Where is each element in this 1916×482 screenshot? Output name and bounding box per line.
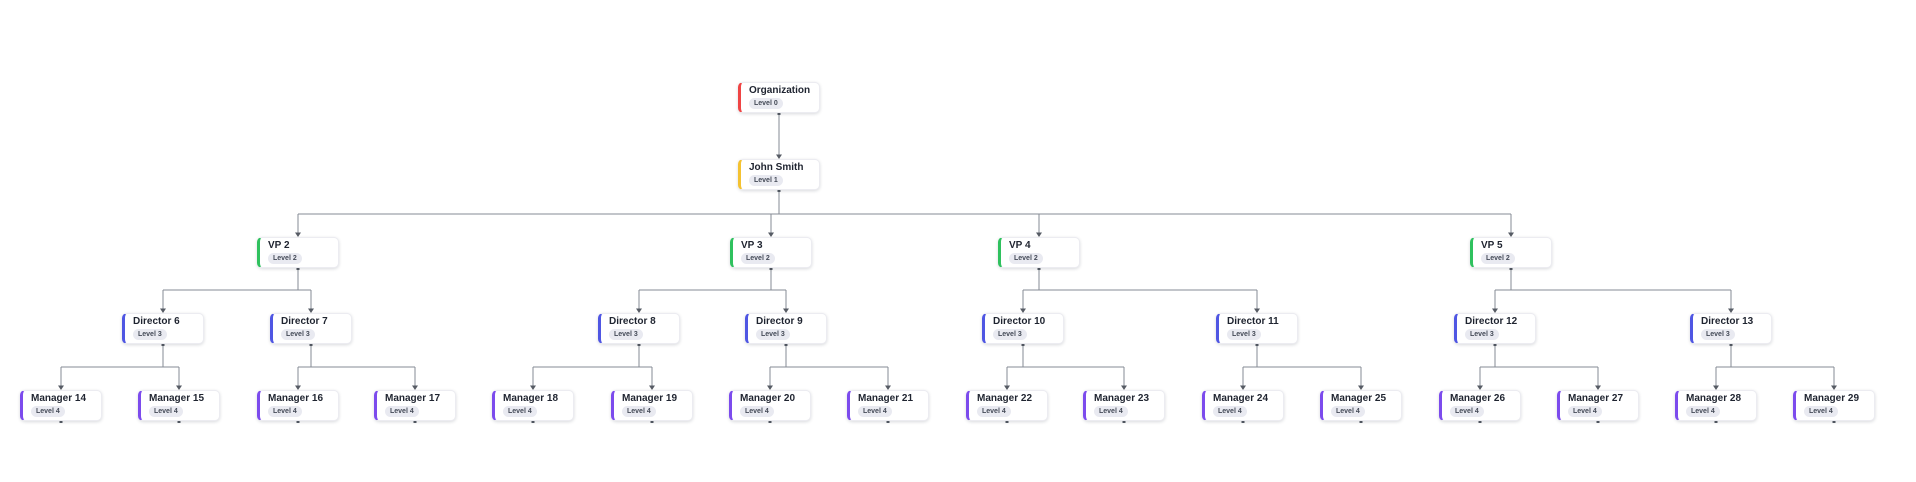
org-node-n11[interactable]: Director 11 Level 3 — [1216, 313, 1298, 344]
node-level-badge: Level 4 — [1686, 406, 1720, 417]
node-level-badge: Level 1 — [749, 175, 783, 186]
node-name: Manager 27 — [1568, 393, 1624, 404]
org-node-n7[interactable]: Director 7 Level 3 — [270, 313, 352, 344]
node-level-badge: Level 2 — [268, 253, 302, 264]
node-level-badge: Level 3 — [1465, 329, 1499, 340]
node-name: Manager 15 — [149, 393, 205, 404]
node-name: VP 3 — [741, 240, 763, 251]
org-node-n14[interactable]: Manager 14 Level 4 — [20, 390, 102, 421]
node-name: Manager 20 — [740, 393, 796, 404]
node-level-badge: Level 3 — [1227, 329, 1261, 340]
org-node-n22[interactable]: Manager 22 Level 4 — [966, 390, 1048, 421]
node-level-badge: Level 3 — [993, 329, 1027, 340]
org-node-n9[interactable]: Director 9 Level 3 — [745, 313, 827, 344]
node-level-badge: Level 3 — [281, 329, 315, 340]
node-name: Director 8 — [609, 316, 656, 327]
node-level-badge: Level 4 — [740, 406, 774, 417]
node-level-badge: Level 2 — [1009, 253, 1043, 264]
node-level-badge: Level 3 — [1701, 329, 1735, 340]
node-level-badge: Level 3 — [133, 329, 167, 340]
node-level-badge: Level 2 — [741, 253, 775, 264]
org-node-org[interactable]: Organization Level 0 — [738, 82, 820, 113]
node-level-badge: Level 0 — [749, 98, 783, 109]
org-node-n20[interactable]: Manager 20 Level 4 — [729, 390, 811, 421]
node-name: Manager 28 — [1686, 393, 1742, 404]
node-name: Manager 19 — [622, 393, 678, 404]
node-name: Manager 26 — [1450, 393, 1506, 404]
org-node-n25[interactable]: Manager 25 Level 4 — [1320, 390, 1402, 421]
node-name: Manager 29 — [1804, 393, 1860, 404]
node-name: Manager 22 — [977, 393, 1033, 404]
node-level-badge: Level 4 — [977, 406, 1011, 417]
node-name: Director 9 — [756, 316, 803, 327]
node-level-badge: Level 4 — [1568, 406, 1602, 417]
node-level-badge: Level 3 — [609, 329, 643, 340]
node-level-badge: Level 4 — [622, 406, 656, 417]
node-name: VP 5 — [1481, 240, 1503, 251]
node-name: Manager 16 — [268, 393, 324, 404]
node-level-badge: Level 4 — [31, 406, 65, 417]
org-node-n26[interactable]: Manager 26 Level 4 — [1439, 390, 1521, 421]
org-node-n24[interactable]: Manager 24 Level 4 — [1202, 390, 1284, 421]
node-level-badge: Level 2 — [1481, 253, 1515, 264]
org-node-n28[interactable]: Manager 28 Level 4 — [1675, 390, 1757, 421]
node-level-badge: Level 4 — [1331, 406, 1365, 417]
org-node-n1[interactable]: John Smith Level 1 — [738, 159, 820, 190]
node-name: John Smith — [749, 162, 804, 173]
node-level-badge: Level 4 — [858, 406, 892, 417]
org-node-n5[interactable]: VP 5 Level 2 — [1470, 237, 1552, 268]
node-name: Manager 23 — [1094, 393, 1150, 404]
org-node-n16[interactable]: Manager 16 Level 4 — [257, 390, 339, 421]
node-name: Manager 25 — [1331, 393, 1387, 404]
org-node-n17[interactable]: Manager 17 Level 4 — [374, 390, 456, 421]
node-name: Manager 14 — [31, 393, 87, 404]
node-name: VP 4 — [1009, 240, 1031, 251]
org-node-n12[interactable]: Director 12 Level 3 — [1454, 313, 1536, 344]
org-node-n19[interactable]: Manager 19 Level 4 — [611, 390, 693, 421]
node-name: Director 6 — [133, 316, 180, 327]
node-level-badge: Level 4 — [503, 406, 537, 417]
org-node-n6[interactable]: Director 6 Level 3 — [122, 313, 204, 344]
node-level-badge: Level 4 — [1094, 406, 1128, 417]
node-name: Director 10 — [993, 316, 1046, 327]
org-node-n18[interactable]: Manager 18 Level 4 — [492, 390, 574, 421]
org-node-n8[interactable]: Director 8 Level 3 — [598, 313, 680, 344]
node-level-badge: Level 3 — [756, 329, 790, 340]
node-name: Manager 17 — [385, 393, 441, 404]
org-node-n2[interactable]: VP 2 Level 2 — [257, 237, 339, 268]
org-node-n13[interactable]: Director 13 Level 3 — [1690, 313, 1772, 344]
node-level-badge: Level 4 — [385, 406, 419, 417]
org-node-n4[interactable]: VP 4 Level 2 — [998, 237, 1080, 268]
org-node-n23[interactable]: Manager 23 Level 4 — [1083, 390, 1165, 421]
node-name: Manager 21 — [858, 393, 914, 404]
node-name: Manager 24 — [1213, 393, 1269, 404]
node-level-badge: Level 4 — [1213, 406, 1247, 417]
node-name: Director 13 — [1701, 316, 1754, 327]
org-node-n15[interactable]: Manager 15 Level 4 — [138, 390, 220, 421]
connector-arrowheads — [58, 154, 1837, 390]
node-name: Director 7 — [281, 316, 328, 327]
node-name: Director 11 — [1227, 316, 1279, 327]
node-name: Director 12 — [1465, 316, 1518, 327]
node-level-badge: Level 4 — [1804, 406, 1838, 417]
node-level-badge: Level 4 — [149, 406, 183, 417]
node-name: Organization — [749, 85, 811, 96]
node-name: Manager 18 — [503, 393, 559, 404]
org-node-n10[interactable]: Director 10 Level 3 — [982, 313, 1064, 344]
org-node-n27[interactable]: Manager 27 Level 4 — [1557, 390, 1639, 421]
node-level-badge: Level 4 — [268, 406, 302, 417]
org-node-n21[interactable]: Manager 21 Level 4 — [847, 390, 929, 421]
node-name: VP 2 — [268, 240, 290, 251]
org-node-n29[interactable]: Manager 29 Level 4 — [1793, 390, 1875, 421]
node-level-badge: Level 4 — [1450, 406, 1484, 417]
org-node-n3[interactable]: VP 3 Level 2 — [730, 237, 812, 268]
